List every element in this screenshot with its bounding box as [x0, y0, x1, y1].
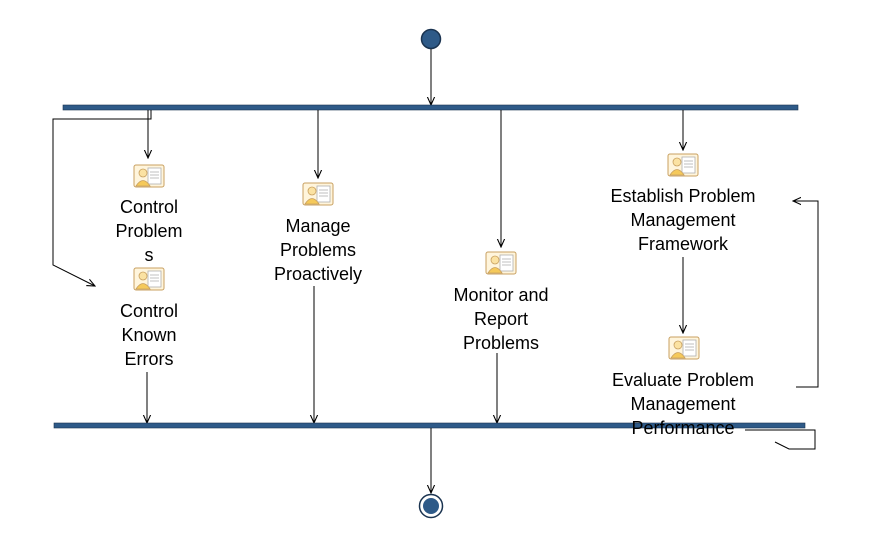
- activity-user-icon: [668, 336, 700, 360]
- activity-label-control-problems: Control Problem s: [115, 197, 183, 265]
- flow-evaluate-to-establish: [793, 201, 819, 388]
- activity-user-icon: [485, 251, 517, 275]
- fork-bar: [62, 104, 799, 111]
- join-bar: [53, 422, 806, 429]
- initial-node: [420, 28, 442, 50]
- activity-label-establish-framework: Establish Problem Management Framework: [610, 186, 756, 254]
- activity-label-manage-problems-proactively: Manage Problems Proactively: [273, 216, 363, 284]
- activity-user-icon: [133, 267, 165, 291]
- flow-fork-to-control-known-errors: [52, 110, 152, 286]
- activity-user-icon: [302, 182, 334, 206]
- final-node-inner: [423, 498, 439, 514]
- flow-evaluate-to-join: [745, 429, 816, 450]
- activity-label-evaluate-performance: Evaluate Problem Management Performance: [611, 370, 755, 438]
- activity-label-monitor-and-report-problems: Monitor and Report Problems: [453, 285, 549, 353]
- activity-user-icon: [667, 153, 699, 177]
- activity-label-control-known-errors: Control Known Errors: [119, 301, 179, 369]
- activity-user-icon: [133, 164, 165, 188]
